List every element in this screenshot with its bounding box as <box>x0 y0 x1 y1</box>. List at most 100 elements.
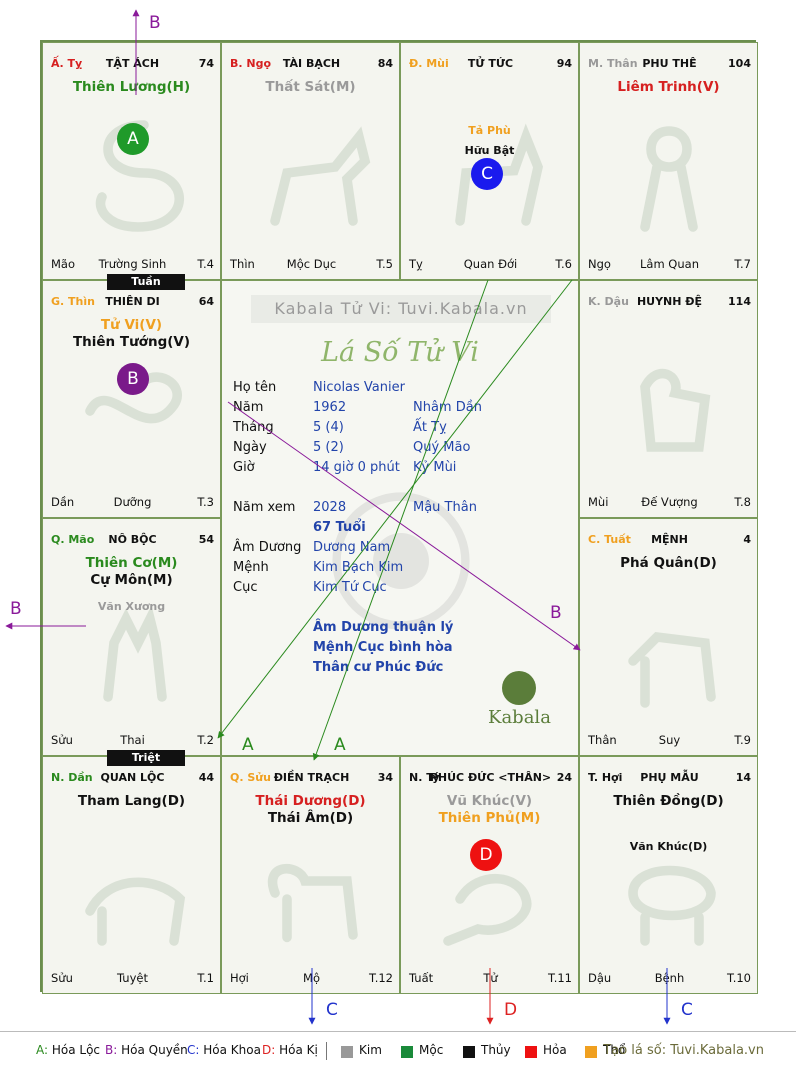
element-name: Mộc <box>419 1043 444 1057</box>
center-info-panel: Kabala Tử Vi: Tuvi.Kabala.vn Lá Số Tử Vi… <box>221 280 579 756</box>
minor-stars: Văn Khúc(D) <box>580 837 757 857</box>
palace-can-chi: Q. Sửu <box>230 771 271 784</box>
info-value: Nicolas Vanier <box>313 380 405 395</box>
major-stars: Vũ Khúc(V)Thiên Phủ(M) <box>401 793 578 827</box>
element-swatch <box>525 1046 537 1058</box>
info-value-can-chi: Kỷ Mùi <box>413 460 457 475</box>
palace-can-chi: G. Thìn <box>51 295 95 308</box>
tree-logo-icon <box>502 671 537 705</box>
legend-item: C: Hóa Khoa <box>187 1043 261 1057</box>
arrow-label-d: D <box>504 1000 517 1020</box>
element-name: Kim <box>359 1043 382 1057</box>
major-star: Liêm Trinh(V) <box>617 79 720 95</box>
palace-can-chi: Ấ. Tỵ <box>51 57 83 70</box>
info-note: Âm Dương thuận lý <box>313 620 454 635</box>
triet-tag: Triệt <box>107 750 185 766</box>
palace-month: T.10 <box>727 971 751 985</box>
info-value: 5 (4) <box>313 420 344 435</box>
palace-month: T.2 <box>197 733 214 747</box>
legend-key: C: <box>187 1043 200 1057</box>
palace-month: T.5 <box>376 257 393 271</box>
major-star: Tử Vi(V) <box>100 317 163 333</box>
tuan-tag: Tuần <box>107 274 185 290</box>
palace-branch: Tuất <box>409 971 434 985</box>
palace-age: 24 <box>556 771 572 784</box>
legend-key: A: <box>36 1043 49 1057</box>
palace-month: T.7 <box>734 257 751 271</box>
major-stars: Thiên Lương(H) <box>43 79 220 96</box>
major-star: Thái Dương(D) <box>255 793 366 809</box>
palace-can-chi: T. Hợi <box>588 771 623 784</box>
palace-name: TÀI BẠCH <box>282 57 341 70</box>
palace-month: T.11 <box>548 971 572 985</box>
major-star: Phá Quân(D) <box>620 555 717 571</box>
palace-branch: Mùi <box>588 495 609 509</box>
palace-branch: Mão <box>51 257 76 271</box>
horse-icon <box>269 126 370 226</box>
info-note: Mệnh Cục bình hòa <box>313 640 453 655</box>
palace-can-chi: K. Dậu <box>588 295 629 308</box>
cat-icon <box>102 605 167 702</box>
goat-icon <box>454 123 543 226</box>
info-value: 5 (2) <box>313 440 344 455</box>
major-star: Thiên Phủ(M) <box>438 810 541 826</box>
info-label: Năm <box>233 400 264 415</box>
palace-branch: Sửu <box>51 971 73 985</box>
legend-text: Hóa Khoa <box>203 1043 261 1057</box>
palace-month: T.3 <box>197 495 214 509</box>
tuvi-chart: Kabala Tử Vi: Tuvi.Kabala.vn Lá Số Tử Vi… <box>40 40 758 994</box>
badge-a: A <box>117 123 149 155</box>
info-label: Năm xem <box>233 500 296 515</box>
palace-name: THIÊN DI <box>105 295 160 308</box>
palace-can-chi: M. Thân <box>588 57 638 70</box>
legend-credit[interactable]: Tạo lá số: Tuvi.Kabala.vn <box>603 1043 764 1058</box>
palace-stage: Đế Vượng <box>641 495 698 509</box>
info-value: Dương Nam <box>313 540 391 555</box>
major-stars: Thiên Đồng(D) <box>580 793 757 810</box>
info-value-can-chi: Mậu Thân <box>413 500 477 515</box>
palace-age: 64 <box>198 295 214 308</box>
palace-can-chi: B. Ngọ <box>230 57 272 70</box>
major-stars: Liêm Trinh(V) <box>580 79 757 96</box>
info-label: Họ tên <box>233 380 277 395</box>
palace-age: 74 <box>198 57 214 70</box>
info-note: Thân cư Phúc Đức <box>313 660 444 675</box>
palace-name: PHỤ MẪU <box>640 771 699 784</box>
legend-item: A: Hóa Lộc <box>36 1043 100 1057</box>
palace-age: 94 <box>556 57 572 70</box>
palace-branch: Thìn <box>230 257 255 271</box>
palace-month: T.6 <box>555 257 572 271</box>
palace-stage: Bệnh <box>654 971 685 985</box>
palace-branch: Thân <box>588 733 617 747</box>
minor-star: Tả Phù <box>468 124 511 137</box>
palace-age: 114 <box>728 295 751 308</box>
kabala-logo: Kabala <box>488 671 551 728</box>
palace-age: 14 <box>735 771 751 784</box>
legend-text: Hóa Quyền <box>121 1043 188 1057</box>
info-value: 14 giờ 0 phút <box>313 460 400 475</box>
major-star: Cự Môn(M) <box>90 572 173 588</box>
info-label: Âm Dương <box>233 540 302 555</box>
info-value-can-chi: Nhâm Dần <box>413 400 482 415</box>
info-value-can-chi: Ất Tỵ <box>413 420 447 435</box>
